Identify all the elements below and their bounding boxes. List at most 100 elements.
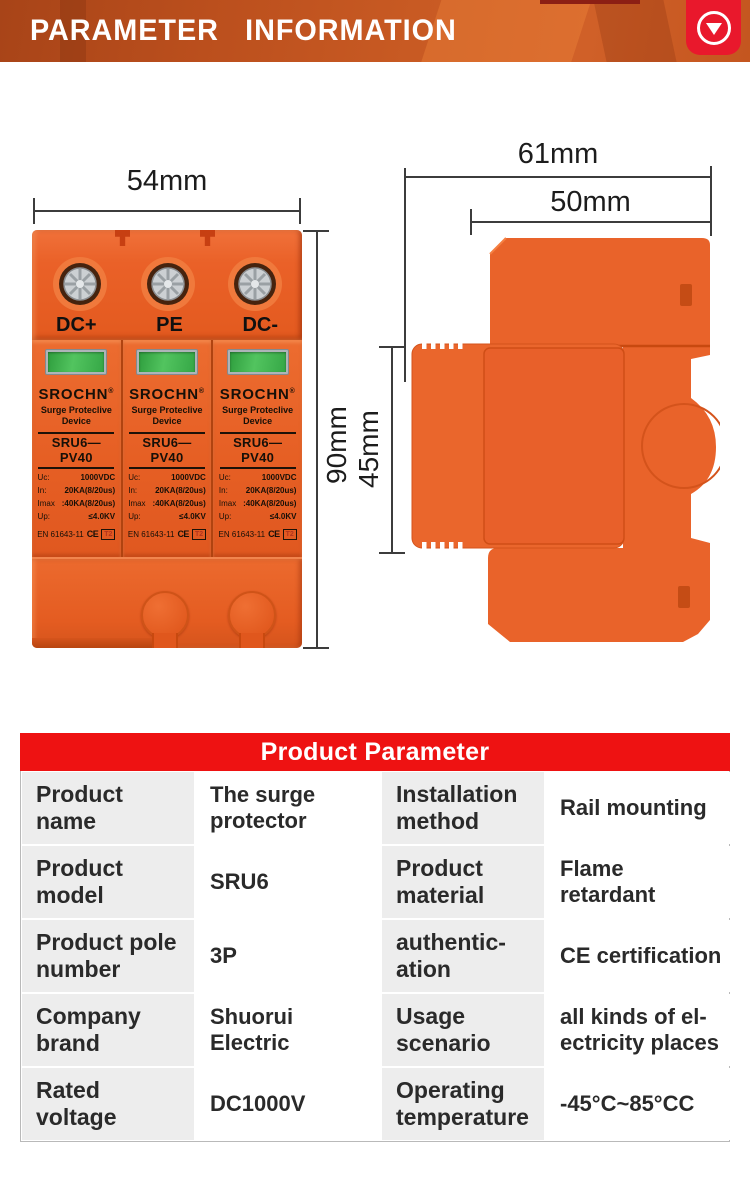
banner-photo-strip [540, 0, 640, 4]
module-subtitle: Surge Proteclive Device [222, 405, 294, 426]
spec-row: Up:≤4.0KV [128, 511, 206, 521]
module-model: SRU6—PV40 [38, 431, 115, 469]
module-model: SRU6—PV40 [219, 431, 296, 469]
dim-front-width-line [33, 210, 301, 212]
dim-front-height-line [316, 230, 318, 648]
spec-row: Imax:40KA(8/20us) [128, 498, 206, 508]
table-cell-value: Flame retardant [546, 846, 730, 918]
table-cell-value: -45°C~85°CC [546, 1068, 730, 1140]
status-window-green [139, 352, 195, 372]
brand-logo: SROCHN® [129, 386, 205, 403]
terminal-labels: DC+ PE DC- [32, 314, 302, 337]
down-arrow-icon [696, 10, 731, 45]
spec-row: Uc:1000VDC [37, 472, 116, 482]
table-cell-label: authentic-ation [382, 920, 544, 992]
module-certification-line: EN 61643-11 CE T2 [219, 528, 297, 540]
table-cell-label: Installation method [382, 772, 544, 844]
table-cell-label: Product name [22, 772, 194, 844]
dim-side-overall-label: 61mm [517, 138, 599, 170]
t2-class-badge: T2 [282, 528, 297, 540]
banner-photo-shadow [593, 0, 677, 62]
base-knob [141, 591, 189, 639]
brand-logo: SROCHN® [38, 386, 115, 403]
ce-mark-icon: CE [86, 529, 99, 540]
dim-side-module-label: 45mm [353, 410, 384, 489]
spec-row: In:20KA(8/20us) [218, 485, 297, 495]
dim-front-height-label: 90mm [321, 406, 352, 484]
module-subtitle: Surge Proteclive Device [131, 405, 203, 426]
table-grid: Product name The surge protector Install… [20, 771, 730, 1142]
table-cell-label: Usage scenario [382, 994, 544, 1066]
device-terminal-block: DC+ PE DC- [32, 230, 302, 340]
table-cell-label: Rated voltage [22, 1068, 194, 1140]
status-window [136, 349, 198, 375]
spec-row: In:20KA(8/20us) [37, 485, 116, 495]
table-cell-value: CE certification [546, 920, 730, 992]
spec-row: Imax:40KA(8/20us) [37, 498, 116, 508]
spec-row: Uc:1000VDC [218, 472, 297, 482]
spec-row: Uc:1000VDC [128, 472, 206, 482]
table-cell-label: Product pole number [22, 920, 194, 992]
t2-class-badge: T2 [191, 528, 207, 540]
spec-row: Imax:40KA(8/20us) [218, 498, 297, 508]
header-banner: PARAMETER INFORMATION [0, 0, 750, 62]
table-cell-value: SRU6 [196, 846, 380, 918]
dim-side-module-line [391, 346, 393, 553]
table-cell-value: DC1000V [196, 1068, 380, 1140]
table-cell-label: Company brand [22, 994, 194, 1066]
module-specs: Uc:1000VDC In:20KA(8/20us) Imax:40KA(8/2… [36, 473, 118, 525]
spec-row: Up:≤4.0KV [37, 511, 116, 521]
table-cell-label: Product material [382, 846, 544, 918]
table-cell-value: Shuorui Electric [196, 994, 380, 1066]
table-cell-value: The surge protector [196, 772, 380, 844]
module-certification-line: EN 61643-11 CE T2 [128, 528, 207, 540]
table-cell-value: 3P [196, 920, 380, 992]
spec-row: Up:≤4.0KV [218, 511, 297, 521]
ce-mark-icon: CE [268, 529, 280, 540]
terminal-label-pe: PE [156, 314, 183, 336]
terminal-screw [53, 257, 107, 311]
status-window [226, 349, 289, 375]
status-window [45, 349, 108, 375]
table-title: Product Parameter [20, 733, 730, 771]
terminal-screw [141, 257, 195, 311]
t2-class-badge: T2 [101, 528, 116, 540]
spec-row: In:20KA(8/20us) [128, 485, 206, 495]
module-subtitle: Surge Proteclive Device [40, 405, 112, 426]
table-cell-value: all kinds of el-ectricity places [546, 994, 730, 1066]
base-stem [239, 633, 265, 648]
terminal-label-dc-minus: DC- [242, 314, 278, 336]
page-title: PARAMETER INFORMATION [30, 14, 457, 47]
mounting-clip [115, 230, 130, 246]
product-parameter-table: Product Parameter Product name The surge… [20, 733, 730, 1142]
module-row: SROCHN® Surge Proteclive Device SRU6—PV4… [32, 340, 303, 557]
mounting-clip [200, 230, 215, 246]
brand-logo: SROCHN® [219, 386, 296, 403]
module-model: SRU6—PV40 [128, 431, 206, 469]
dim-side-body-label: 50mm [550, 186, 631, 218]
scroll-down-button[interactable] [686, 0, 741, 55]
base-knob [228, 591, 276, 639]
table-cell-value: Rail mounting [546, 772, 730, 844]
terminal-label-dc-plus: DC+ [56, 314, 97, 336]
dim-front-width-label: 54mm [126, 165, 208, 197]
status-window-green [229, 352, 286, 372]
module-specs: Uc:1000VDC In:20KA(8/20us) Imax:40KA(8/2… [126, 473, 208, 525]
table-cell-label: Operating temperature [382, 1068, 544, 1140]
status-window-green [48, 352, 105, 372]
device-base [32, 557, 302, 648]
dim-side-body-line [470, 221, 711, 223]
device-front-view: DC+ PE DC- SROCHN® Surge Proteclive Devi… [32, 230, 303, 648]
module-certification-line: EN 61643-11 CE T2 [37, 528, 116, 540]
module-specs: Uc:1000VDC In:20KA(8/20us) Imax:40KA(8/2… [217, 473, 299, 525]
front-view-module: SROCHN® Surge Proteclive Device SRU6—PV4… [32, 340, 121, 557]
base-bevel [32, 638, 152, 648]
base-stem [152, 633, 178, 648]
device-side-view [411, 237, 720, 642]
front-view-module: SROCHN® Surge Proteclive Device SRU6—PV4… [122, 340, 212, 557]
table-cell-label: Product model [22, 846, 194, 918]
terminal-screw [228, 257, 282, 311]
ce-mark-icon: CE [177, 529, 189, 540]
dim-side-overall-line [404, 176, 712, 178]
